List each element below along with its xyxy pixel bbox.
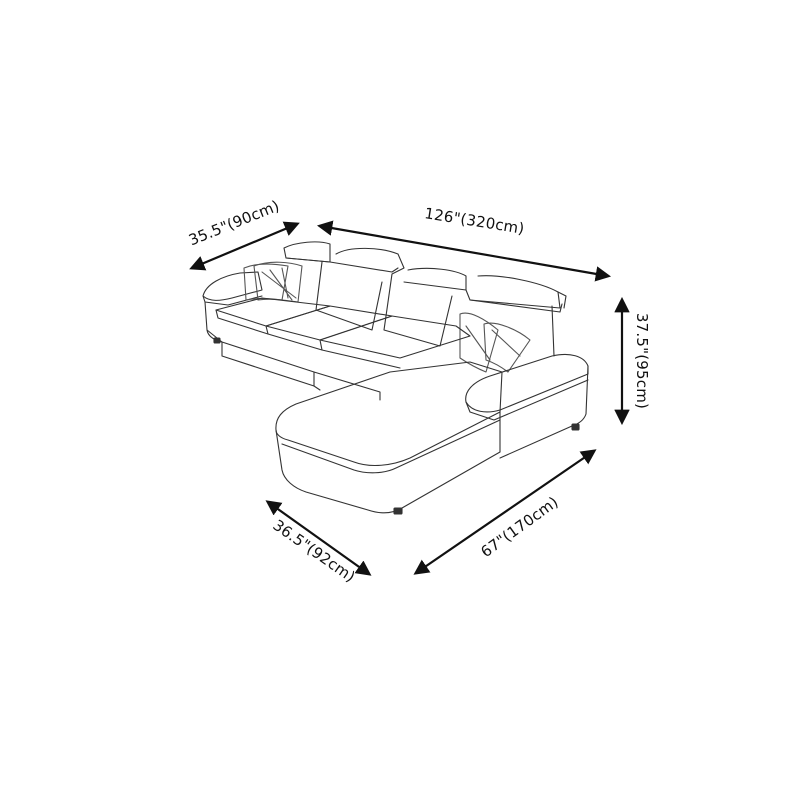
seat-cushions bbox=[215, 297, 471, 369]
arrow-depth-left bbox=[189, 221, 300, 271]
feet bbox=[213, 337, 580, 515]
throw-pillows-left bbox=[243, 261, 303, 303]
left-arm-outline bbox=[202, 271, 263, 343]
label-height: 37.5"(95cm) bbox=[633, 312, 652, 410]
dimension-arrows bbox=[189, 220, 630, 576]
throw-pillows-right bbox=[459, 312, 531, 373]
arrow-total-width bbox=[316, 220, 612, 282]
arrow-chaise-width bbox=[265, 500, 372, 576]
arrow-chaise-length bbox=[413, 449, 597, 575]
sofa-base bbox=[206, 329, 381, 401]
back-headrests bbox=[283, 241, 567, 347]
